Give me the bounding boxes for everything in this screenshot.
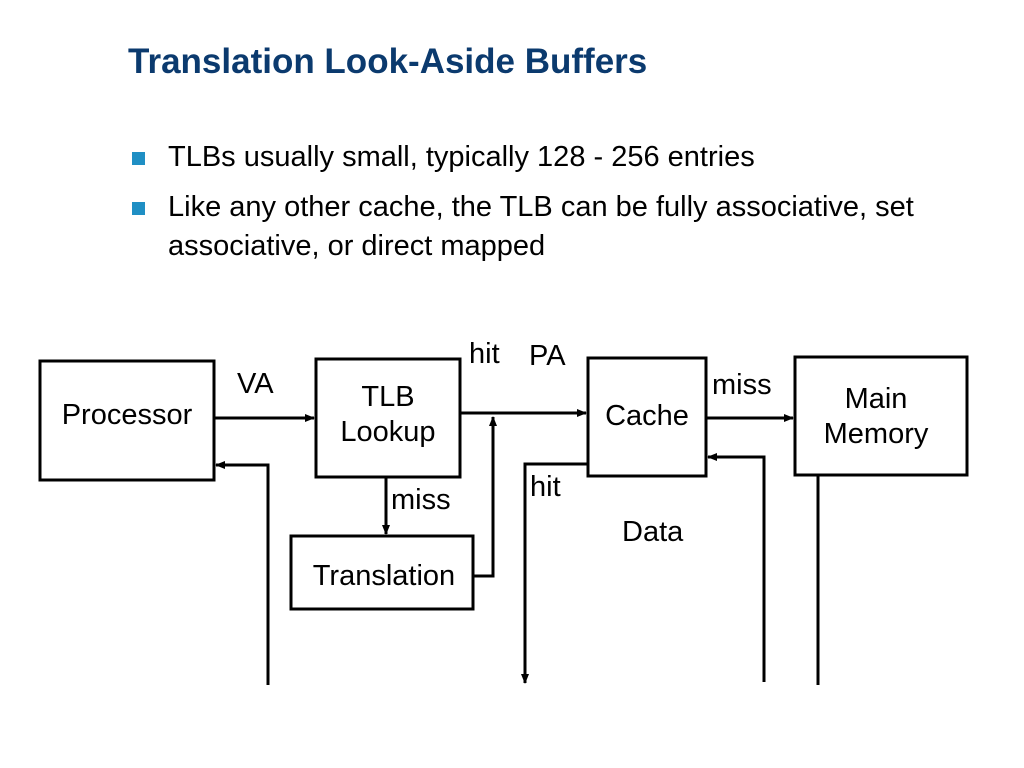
- slide-title: Translation Look-Aside Buffers: [128, 42, 648, 81]
- tlb-hit-label: hit: [469, 338, 500, 370]
- bullet-text: Like any other cache, the TLB can be ful…: [168, 191, 914, 262]
- memory-label-line1: Main: [845, 383, 908, 415]
- data-label: Data: [622, 516, 684, 548]
- translation-box: Translation: [289, 534, 475, 611]
- bullet-list: TLBs usually small, typically 128 - 256 …: [132, 138, 1012, 277]
- va-label: VA: [237, 368, 274, 400]
- tlb-miss-label: miss: [391, 484, 451, 516]
- cache-hit-label: hit: [530, 471, 561, 503]
- bullet-item: Like any other cache, the TLB can be ful…: [132, 188, 1012, 266]
- pa-label: PA: [529, 340, 566, 372]
- translation-return-arrow: [473, 416, 497, 578]
- tlb-lookup-box: TLB Lookup: [314, 357, 462, 479]
- cache-box: Cache: [586, 356, 708, 478]
- square-bullet-icon: [132, 152, 145, 165]
- tlb-label-line1: TLB: [361, 381, 414, 413]
- cache-miss-label: miss: [712, 369, 772, 401]
- main-memory-box: Main Memory: [793, 355, 969, 477]
- cache-label: Cache: [605, 400, 689, 432]
- memory-to-cache-arrow: [707, 453, 766, 682]
- tlb-label-line2: Lookup: [340, 416, 435, 448]
- bullet-item: TLBs usually small, typically 128 - 256 …: [132, 138, 1012, 177]
- processor-label: Processor: [62, 399, 193, 431]
- memory-label-line2: Memory: [824, 418, 929, 450]
- processor-box: Processor: [38, 359, 216, 482]
- bullet-text: TLBs usually small, typically 128 - 256 …: [168, 141, 755, 173]
- square-bullet-icon: [132, 202, 145, 215]
- translation-label: Translation: [313, 560, 455, 592]
- data-to-processor-arrow: [215, 461, 270, 685]
- cache-hit-arrow: [521, 462, 588, 684]
